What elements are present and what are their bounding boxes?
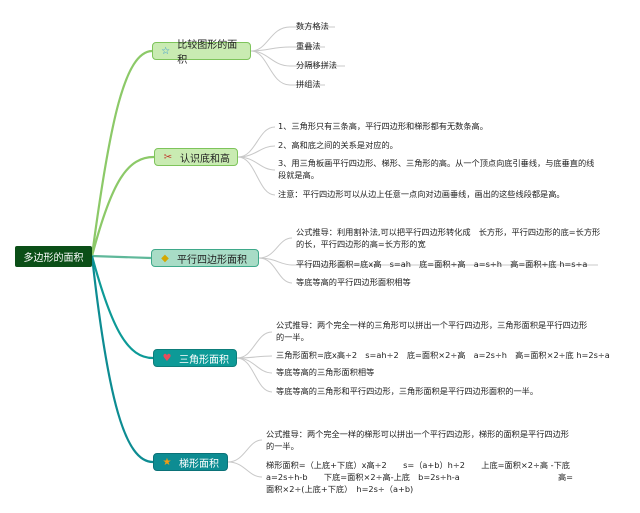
topic-label: 三角形面积 bbox=[179, 354, 229, 366]
gem-icon: ◆ bbox=[161, 252, 169, 264]
leaf-line-2-1 bbox=[237, 126, 276, 158]
leaf-line-5-2 bbox=[227, 461, 263, 478]
leaf-line-4-3 bbox=[236, 357, 273, 374]
leaf-item: 分隔移拼法 bbox=[296, 60, 337, 70]
topic-base-height[interactable]: ✂ 认识底和高 bbox=[154, 148, 238, 166]
leaf-line-1-4 bbox=[250, 50, 325, 86]
leaf-item: 等底等高的三角形和平行四边形，三角形面积是平行四边形面积的一半。 bbox=[276, 386, 539, 396]
leaf-line-4-4 bbox=[236, 357, 273, 393]
leaf-item: 注意：平行四边形可以从边上任意一点向对边画垂线，画出的这些线段都是高。 bbox=[278, 189, 565, 199]
leaf-item: 重叠法 bbox=[296, 41, 321, 51]
leaf-line-2-2 bbox=[237, 145, 276, 158]
leaf-line-2-3 bbox=[237, 156, 276, 171]
topic-label: 比较图形的面积 bbox=[177, 40, 238, 66]
leaf-line-5-1 bbox=[227, 439, 263, 463]
heart-icon: ♥ bbox=[162, 352, 172, 364]
star-filled-icon: ★ bbox=[162, 456, 172, 468]
star-icon: ☆ bbox=[161, 45, 171, 57]
topic-triangle-area[interactable]: ♥ 三角形面积 bbox=[153, 349, 237, 367]
leaf-item: 3、用三角板画平行四边形、梯形、三角形的高。从一个顶点向底引垂线，与底垂直的线段… bbox=[278, 158, 595, 180]
leaf-item: 公式推导：两个完全一样的梯形可以拼出一个平行四边形，梯形的面积是平行四边形的一半… bbox=[266, 429, 569, 451]
leaf-line-3-3 bbox=[258, 257, 293, 284]
leaf-line-4-1 bbox=[236, 331, 273, 359]
leaf-item: 1、三角形只有三条高，平行四边形和梯形都有无数条高。 bbox=[278, 121, 488, 131]
leaf-item: 平行四边形面积=底x高 s=ah 底=面积÷高 a=s÷h 高=面积÷底 h=s… bbox=[296, 259, 588, 269]
topic-label: 认识底和高 bbox=[180, 153, 230, 165]
branch-line-4 bbox=[90, 255, 154, 360]
leaf-line-3-1 bbox=[258, 237, 293, 259]
leaf-item: 梯形面积=（上底+下底）x高÷2 s=（a+b）h÷2 上底=面积×2÷高 -下… bbox=[266, 460, 574, 494]
leaf-item: 公式推导：利用割补法,可以把平行四边形转化成 长方形，平行四边形的底=长方形的长… bbox=[296, 227, 601, 249]
leaf-item: 拼组法 bbox=[296, 79, 321, 89]
topic-parallelogram-area[interactable]: ◆ 平行四边形面积 bbox=[151, 249, 259, 267]
root-label: 多边形的面积 bbox=[23, 253, 84, 264]
leaf-item: 2、高和底之间的关系是对应的。 bbox=[278, 140, 398, 150]
leaf-item: 等底等高的三角形面积相等 bbox=[276, 367, 375, 377]
leaf-line-1-1 bbox=[250, 26, 335, 52]
leaf-line-1-2 bbox=[250, 46, 325, 52]
topic-compare-area[interactable]: ☆ 比较图形的面积 bbox=[152, 40, 251, 66]
branch-line-1 bbox=[90, 49, 153, 257]
root-node[interactable]: 多边形的面积 bbox=[15, 246, 92, 267]
branch-line-5 bbox=[90, 255, 154, 464]
leaf-item: 等底等高的平行四边形面积相等 bbox=[296, 277, 411, 287]
topic-label: 平行四边形面积 bbox=[177, 254, 247, 266]
leaf-item: 三角形面积=底x高÷2 s=ah÷2 底=面积×2÷高 a=2s÷h 高=面积×… bbox=[276, 350, 610, 360]
branch-line-2 bbox=[90, 155, 155, 257]
topic-trapezoid-area[interactable]: ★ 梯形面积 bbox=[153, 453, 228, 471]
branch-line-3 bbox=[91, 254, 152, 260]
topic-label: 梯形面积 bbox=[179, 458, 219, 470]
leaf-item: 公式推导：两个完全一样的三角形可以拼出一个平行四边形，三角形面积是平行四边形的一… bbox=[276, 320, 588, 342]
leaf-line-2-4 bbox=[237, 156, 276, 196]
tools-icon: ✂ bbox=[163, 151, 173, 163]
leaf-item: 数方格法 bbox=[296, 21, 329, 31]
